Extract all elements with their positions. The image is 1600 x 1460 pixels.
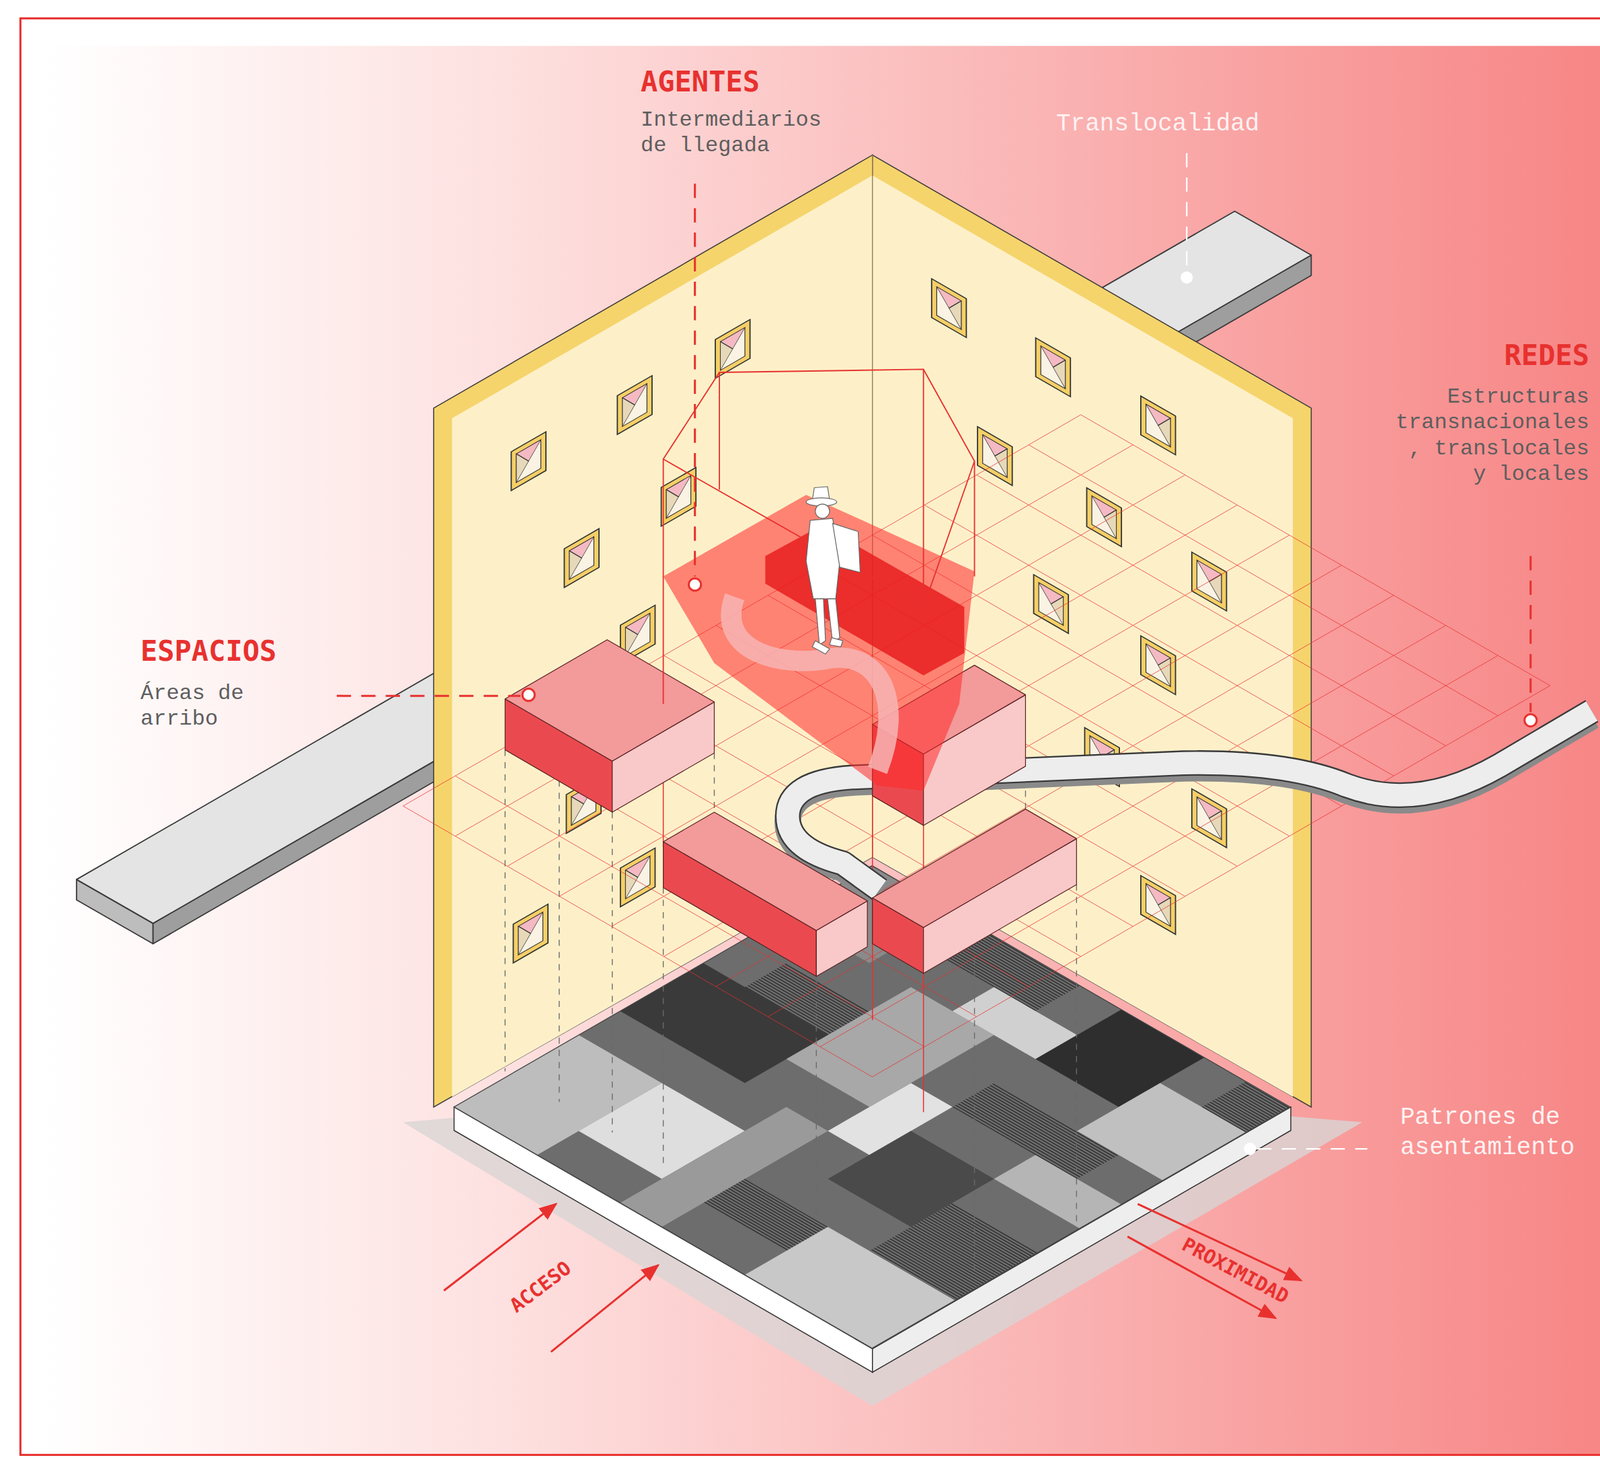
projection-lines xyxy=(662,888,664,1164)
leader-lines xyxy=(336,153,1537,1155)
traveler-figure xyxy=(815,598,826,645)
windows xyxy=(977,426,1013,486)
leader-lines xyxy=(1257,1148,1368,1150)
traveler-figure xyxy=(812,640,830,655)
agents-volume xyxy=(663,369,975,704)
leader-lines xyxy=(1529,555,1532,712)
plane-grid xyxy=(403,414,1551,1077)
agents-volume xyxy=(663,369,975,704)
windows xyxy=(620,848,656,907)
windows xyxy=(1035,338,1071,397)
projection-lines xyxy=(504,750,506,1072)
callout-label: Translocalidad xyxy=(1056,108,1260,140)
leader-lines xyxy=(522,689,535,702)
projection-lines xyxy=(611,812,613,1133)
agents-volume xyxy=(923,369,925,608)
projection-lines xyxy=(558,780,560,1102)
subheading: Áreas de arribo xyxy=(140,681,251,733)
heading: ESPACIOS xyxy=(140,635,277,668)
traveler-figure xyxy=(829,637,844,648)
windows xyxy=(715,319,751,378)
settlement-floor xyxy=(994,1154,1122,1229)
traveler-figure xyxy=(832,523,861,573)
direction-arrows xyxy=(443,1204,1301,1352)
leader-lines xyxy=(1180,271,1193,284)
windows xyxy=(564,529,599,588)
arrival-blocks xyxy=(872,809,1077,928)
axis-label: ACCESO xyxy=(505,1257,575,1318)
windows xyxy=(931,278,967,338)
leader-lines xyxy=(1243,1142,1256,1155)
settlement-floor xyxy=(453,865,1290,1349)
projection-lines xyxy=(816,976,817,1220)
heading: AGENTES xyxy=(640,65,760,99)
windows xyxy=(1087,488,1123,547)
windows xyxy=(1140,395,1176,455)
traveler-figure xyxy=(806,486,860,655)
projection-lines xyxy=(974,959,975,1276)
leader-lines xyxy=(336,695,521,698)
settlement-floor xyxy=(1035,1009,1205,1108)
walls xyxy=(433,155,1311,1108)
background xyxy=(45,45,1600,1455)
settlement-floor xyxy=(453,865,1290,1349)
windows xyxy=(510,278,1227,964)
axis-label: PROXIMIDAD xyxy=(1177,1234,1292,1309)
leader-lines xyxy=(1524,713,1537,727)
subheading: Intermediarios de llegada xyxy=(640,107,828,160)
background xyxy=(20,18,1600,1455)
heading: REDES xyxy=(1504,339,1590,372)
agents-volume xyxy=(663,494,975,791)
windows xyxy=(510,431,546,491)
traveler-figure xyxy=(815,504,830,519)
arrival-blocks xyxy=(504,640,714,762)
windows xyxy=(617,375,653,435)
windows xyxy=(1140,635,1176,695)
windows xyxy=(1191,789,1227,848)
settlement-floor xyxy=(453,865,1290,1349)
settlement-floor xyxy=(403,865,1363,1407)
leader-lines xyxy=(693,183,696,577)
windows xyxy=(661,467,697,526)
agents-volume xyxy=(663,459,975,608)
windows xyxy=(1033,574,1069,634)
leader-lines xyxy=(1185,153,1188,271)
callout-label: Patrones de asentamiento xyxy=(1400,1102,1582,1164)
agents-volume xyxy=(765,525,965,676)
leader-lines xyxy=(689,578,702,591)
arrival-blocks xyxy=(663,812,868,931)
plane-grid xyxy=(403,414,1551,1077)
agents-volume xyxy=(663,369,975,791)
subheading: Estructuras transnacionales , translocal… xyxy=(1388,384,1590,489)
agents-volume xyxy=(718,372,720,491)
windows xyxy=(512,904,548,963)
plane-grid xyxy=(403,414,1551,1077)
traveler-figure xyxy=(827,598,840,643)
settlement-floor xyxy=(827,1131,994,1228)
settlement-floor xyxy=(1201,1081,1290,1133)
projection-lines xyxy=(1076,884,1077,1225)
